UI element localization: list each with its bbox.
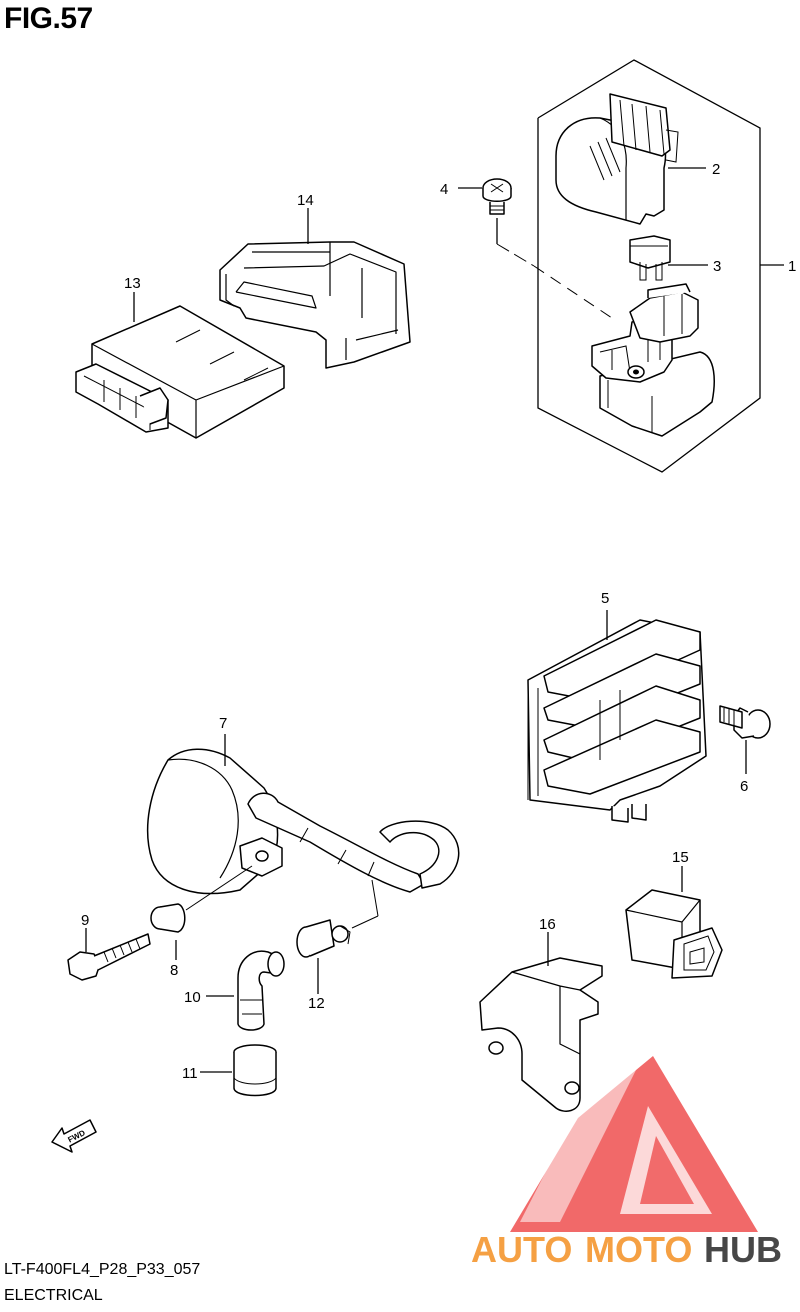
figure-code: LT-F400FL4_P28_P33_057 bbox=[4, 1261, 201, 1278]
callout-10: 10 bbox=[184, 989, 201, 1006]
part-ecu bbox=[75, 305, 285, 439]
callout-3: 3 bbox=[713, 258, 721, 275]
part-bracket bbox=[479, 957, 603, 1112]
watermark-auto: AUTO bbox=[471, 1229, 572, 1270]
callout-numbers: 1 2 3 4 5 6 7 8 9 10 12 11 14 13 15 16 bbox=[81, 161, 796, 1082]
figure-title: FIG.57 bbox=[4, 2, 93, 35]
part-starter-relay bbox=[591, 283, 715, 437]
fwd-arrow: FWD bbox=[51, 1119, 97, 1153]
part-ignition-coil bbox=[146, 748, 460, 895]
part-bolt-long bbox=[67, 933, 151, 981]
leader-lines bbox=[85, 167, 784, 1073]
watermark-moto: MOTO bbox=[585, 1229, 692, 1270]
watermark-logo: AUTO MOTO HUB bbox=[471, 1056, 782, 1270]
part-ecu-bracket bbox=[219, 241, 411, 369]
callout-5: 5 bbox=[601, 590, 609, 607]
callout-6: 6 bbox=[740, 778, 748, 795]
watermark-hub: HUB bbox=[704, 1229, 782, 1270]
part-fuse bbox=[629, 235, 671, 281]
assembly-frame bbox=[537, 59, 761, 473]
callout-1: 1 bbox=[788, 258, 796, 275]
part-relay-cover bbox=[555, 93, 679, 225]
callout-13: 13 bbox=[124, 275, 141, 292]
part-lead-connector bbox=[296, 919, 351, 958]
callout-7: 7 bbox=[219, 715, 227, 732]
part-plug-cap bbox=[237, 950, 285, 1031]
part-bolt-regulator bbox=[719, 705, 771, 739]
section-label: ELECTRICAL bbox=[4, 1287, 103, 1304]
callout-14: 14 bbox=[297, 192, 314, 209]
callout-16: 16 bbox=[539, 916, 556, 933]
callout-15: 15 bbox=[672, 849, 689, 866]
part-regulator bbox=[527, 619, 707, 823]
part-screw-small bbox=[482, 178, 512, 215]
part-connector bbox=[625, 889, 723, 979]
callout-9: 9 bbox=[81, 912, 89, 929]
part-plug-boot bbox=[233, 1044, 277, 1097]
callout-8: 8 bbox=[170, 962, 178, 979]
callout-4: 4 bbox=[440, 181, 448, 198]
callout-11: 11 bbox=[182, 1065, 198, 1082]
callout-2: 2 bbox=[712, 161, 720, 178]
part-collar bbox=[150, 903, 186, 933]
callout-12: 12 bbox=[308, 995, 325, 1012]
